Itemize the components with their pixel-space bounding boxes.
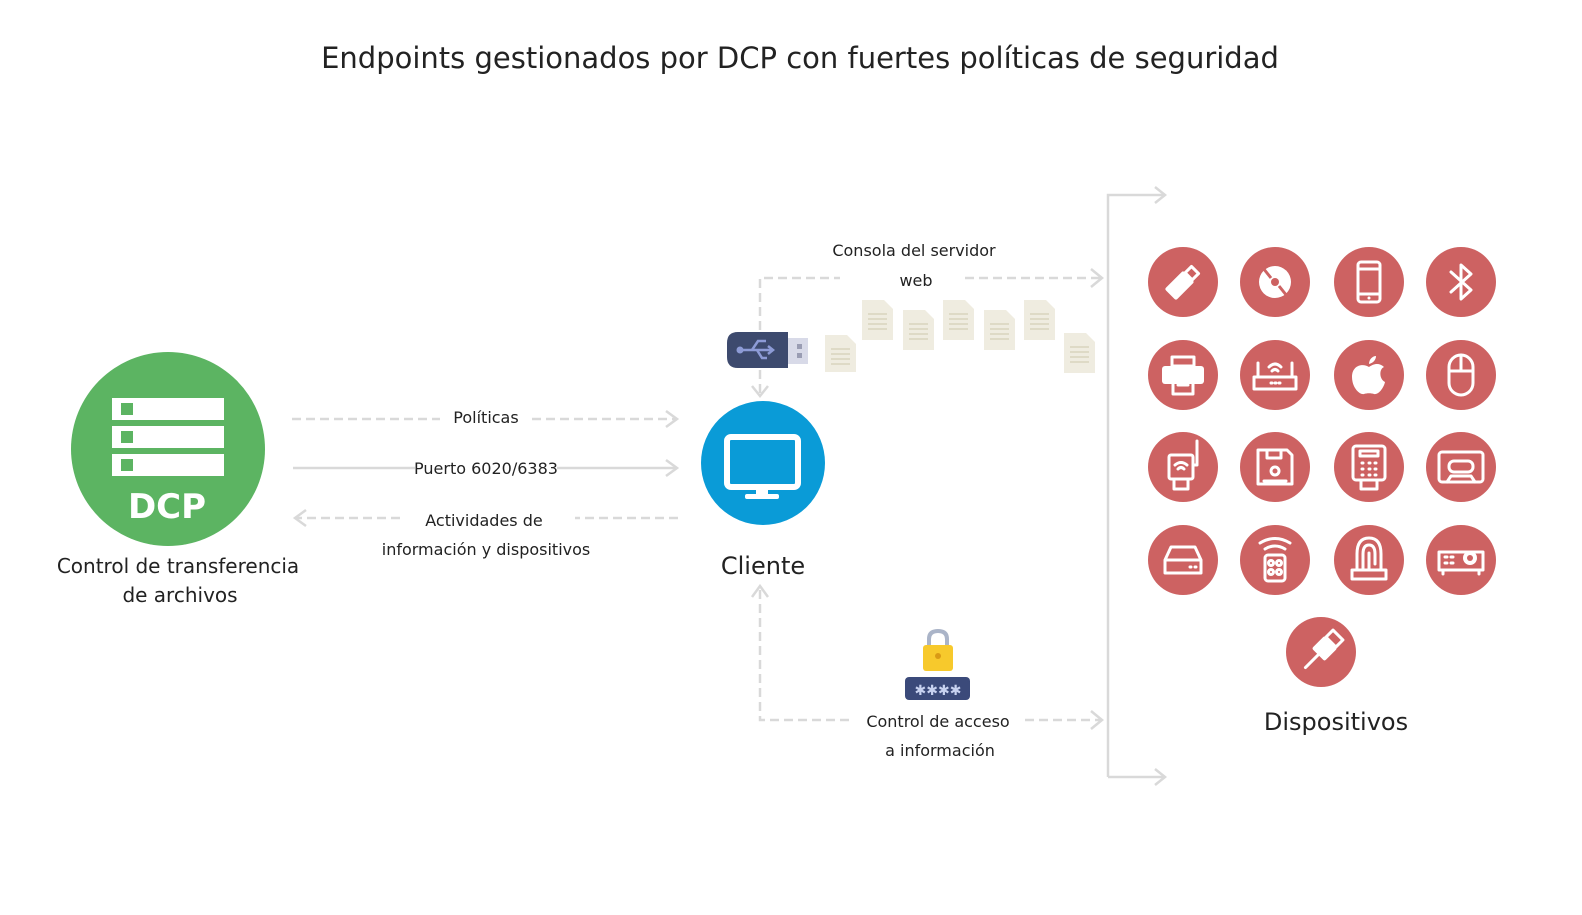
activities-label-line1: Actividades de	[425, 511, 542, 530]
policies-label: Políticas	[453, 408, 518, 427]
hard-drive-icon	[1148, 525, 1218, 595]
document-icon	[903, 310, 934, 350]
card-reader-icon	[1334, 432, 1404, 502]
documents	[825, 300, 1095, 373]
devices-label: Dispositivos	[1264, 708, 1408, 736]
web-console-arrow: Consola del servidor web	[751, 241, 1104, 399]
devices-bracket	[1106, 186, 1168, 786]
floppy-disk-icon	[1240, 432, 1310, 502]
server-icon	[112, 398, 224, 476]
document-icon	[862, 300, 893, 340]
document-icon	[984, 310, 1015, 350]
web-console-label-line1: Consola del servidor	[832, 241, 996, 260]
page-title: Endpoints gestionados por DCP con fuerte…	[321, 41, 1279, 75]
fingerprint-reader-icon	[1334, 525, 1404, 595]
cd-icon	[1240, 247, 1310, 317]
access-control-label-line2: a información	[885, 741, 995, 760]
dcp-label-line1: Control de transferencia	[57, 554, 299, 578]
client-node: Cliente	[701, 401, 825, 580]
cassette-icon	[1426, 432, 1496, 502]
access-control-label-line1: Control de acceso	[866, 712, 1009, 731]
apple-icon	[1334, 340, 1404, 410]
bluetooth-icon	[1426, 247, 1496, 317]
password-field-icon: ✱✱✱✱	[905, 677, 970, 700]
svg-text:✱✱✱✱: ✱✱✱✱	[915, 683, 962, 699]
usb-cable-icon	[1286, 617, 1356, 687]
port-arrow: Puerto 6020/6383	[293, 458, 680, 478]
usb-drive-icon	[1148, 247, 1218, 317]
policies-arrow: Políticas	[292, 408, 680, 429]
port-label: Puerto 6020/6383	[414, 459, 558, 478]
web-console-label-line2: web	[899, 271, 932, 290]
dcp-logo-text: DCP	[128, 487, 206, 527]
access-control-arrow: Control de acceso a información	[750, 583, 1104, 760]
activities-arrow: Actividades de información y dispositivo…	[292, 508, 678, 559]
activities-label-line2: información y dispositivos	[382, 540, 590, 559]
document-icon	[1024, 300, 1055, 340]
devices-grid	[1148, 247, 1496, 687]
lock-icon	[923, 628, 953, 671]
document-icon	[1064, 333, 1095, 373]
remote-control-icon	[1240, 525, 1310, 595]
document-icon	[943, 300, 974, 340]
mouse-icon	[1426, 340, 1496, 410]
usb-stick-icon	[727, 332, 808, 368]
smartphone-icon	[1334, 247, 1404, 317]
wifi-router-icon	[1240, 340, 1310, 410]
printer-icon	[1148, 340, 1218, 410]
document-icon	[825, 335, 856, 372]
projector-icon	[1426, 525, 1496, 595]
monitor-icon	[724, 434, 801, 499]
client-circle	[701, 401, 825, 525]
wireless-adapter-icon	[1148, 432, 1218, 502]
dcp-label-line2: de archivos	[122, 583, 237, 607]
dcp-node: DCP Control de transferencia de archivos	[57, 352, 299, 607]
client-label: Cliente	[721, 552, 805, 580]
